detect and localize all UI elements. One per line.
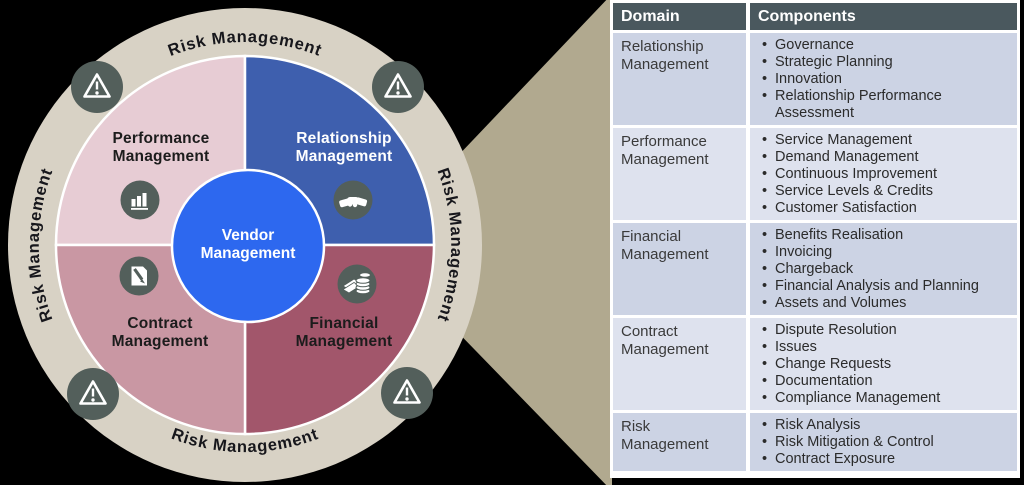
component-item: Demand Management xyxy=(758,149,1013,166)
component-item: Assets and Volumes xyxy=(758,295,1013,312)
center-label-line1: Vendor xyxy=(222,227,275,244)
component-item: Strategic Planning xyxy=(758,54,1013,71)
bar-chart-icon xyxy=(120,180,160,220)
component-item: Issues xyxy=(758,339,1013,356)
handshake-icon xyxy=(333,180,373,220)
domain-cell: Relationship Management xyxy=(613,33,746,125)
components-cell: Service ManagementDemand ManagementConti… xyxy=(750,128,1017,220)
table-row: Relationship ManagementGovernanceStrateg… xyxy=(613,33,1017,125)
warning-icon xyxy=(370,59,426,115)
warning-icon xyxy=(65,366,121,422)
table-row: Financial ManagementBenefits Realisation… xyxy=(613,223,1017,315)
component-item: Dispute Resolution xyxy=(758,322,1013,339)
table-header-row: Domain Components xyxy=(613,3,1017,30)
component-item: Chargeback xyxy=(758,261,1013,278)
header-cell-components: Components xyxy=(750,3,1017,30)
center-circle xyxy=(170,168,326,324)
coins-icon xyxy=(337,264,377,304)
component-item: Invoicing xyxy=(758,244,1013,261)
table-row: Contract ManagementDispute ResolutionIss… xyxy=(613,318,1017,410)
component-item: Relationship Performance Assessment xyxy=(758,88,1013,122)
component-item: Financial Analysis and Planning xyxy=(758,278,1013,295)
components-cell: GovernanceStrategic PlanningInnovationRe… xyxy=(750,33,1017,125)
component-item: Customer Satisfaction xyxy=(758,200,1013,217)
component-item: Benefits Realisation xyxy=(758,227,1013,244)
domain-cell: Risk Management xyxy=(613,413,746,471)
domain-cell: Financial Management xyxy=(613,223,746,315)
table-rows: Relationship ManagementGovernanceStrateg… xyxy=(613,33,1017,471)
component-item: Documentation xyxy=(758,373,1013,390)
relationship-label-line1: Relationship xyxy=(296,130,391,147)
component-item: Governance xyxy=(758,37,1013,54)
component-item: Contract Exposure xyxy=(758,451,1013,468)
domain-cell: Contract Management xyxy=(613,318,746,410)
components-cell: Dispute ResolutionIssuesChange RequestsD… xyxy=(750,318,1017,410)
warning-icon xyxy=(69,59,125,115)
financial-label-line2: Management xyxy=(296,333,393,350)
component-item: Compliance Management xyxy=(758,390,1013,407)
component-item: Continuous Improvement xyxy=(758,166,1013,183)
component-item: Risk Analysis xyxy=(758,417,1013,434)
performance-label-line1: Performance xyxy=(113,130,210,147)
component-item: Innovation xyxy=(758,71,1013,88)
financial-label-line1: Financial xyxy=(310,315,379,332)
warning-icon xyxy=(379,365,435,421)
vendor-management-wheel: Risk Management Risk Management Risk Man… xyxy=(8,0,612,485)
funnel-connector xyxy=(373,0,612,485)
center-label-line2: Management xyxy=(201,245,296,262)
domain-cell: Performance Management xyxy=(613,128,746,220)
relationship-label-line2: Management xyxy=(296,148,393,165)
components-cell: Risk AnalysisRisk Mitigation & ControlCo… xyxy=(750,413,1017,471)
domain-components-table: Domain Components Relationship Managemen… xyxy=(610,0,1020,478)
document-pen-icon xyxy=(119,256,159,296)
header-cell-domain: Domain xyxy=(613,3,746,30)
component-item: Service Levels & Credits xyxy=(758,183,1013,200)
component-item: Change Requests xyxy=(758,356,1013,373)
contract-label-line2: Management xyxy=(112,333,209,350)
component-item: Service Management xyxy=(758,132,1013,149)
contract-label-line1: Contract xyxy=(127,315,192,332)
component-item: Risk Mitigation & Control xyxy=(758,434,1013,451)
performance-label-line2: Management xyxy=(113,148,210,165)
components-cell: Benefits RealisationInvoicingChargebackF… xyxy=(750,223,1017,315)
table-row: Performance ManagementService Management… xyxy=(613,128,1017,220)
